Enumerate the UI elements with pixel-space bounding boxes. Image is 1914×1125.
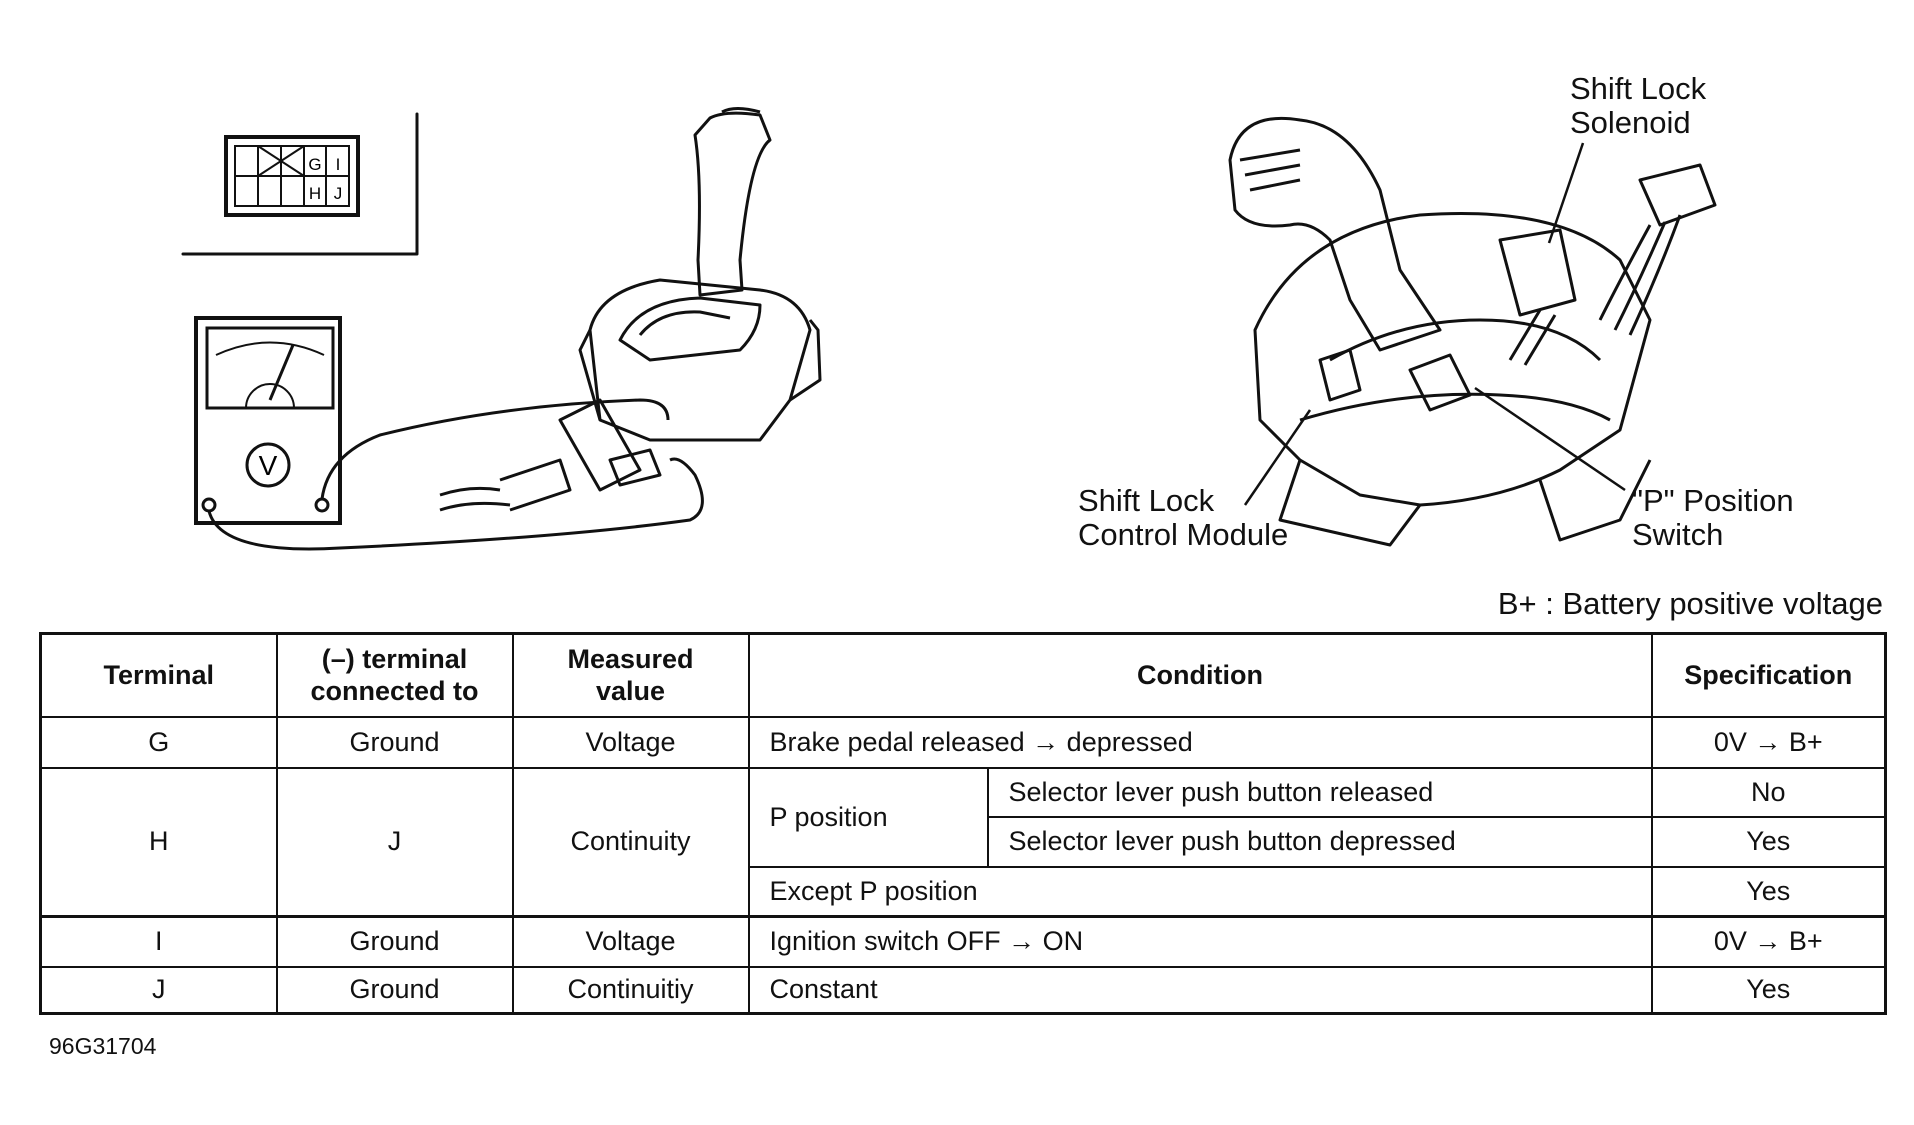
header-condition: Condition (747, 632, 1653, 718)
inspection-table: Terminal (–) terminal connected to Measu… (39, 632, 1887, 1015)
cell-neg: Ground (275, 715, 514, 769)
table-row: Selector lever push button depressed Yes (41, 815, 1887, 868)
connector-inset-frame (181, 112, 419, 256)
cell-condition: Selector lever push button released (986, 766, 1653, 818)
cell-p-position: P position (747, 766, 989, 868)
cell-measured: Voltage (511, 715, 750, 769)
cell-spec: No (1650, 766, 1887, 818)
cell-condition: Selector lever push button depressed (986, 815, 1653, 868)
cell-spec: 0V → B+ (1650, 715, 1887, 769)
table-row: Except P position Yes (41, 865, 1887, 918)
cell-spec: 0V → B+ (1650, 915, 1887, 968)
pin-h: H (309, 184, 321, 203)
cell-spec: Yes (1650, 865, 1887, 918)
right-shifter (1228, 116, 1717, 547)
cell-condition: Except P position (747, 865, 1653, 918)
table-row: J Ground Continuitiy Constant Yes (39, 965, 1887, 1015)
header-spec: Specification (1650, 632, 1887, 718)
table-row: I Ground Voltage Ignition switch OFF → O… (39, 915, 1887, 968)
battery-voltage-note: B+ : Battery positive voltage (1497, 586, 1883, 621)
callout-leaders (1243, 142, 1626, 506)
cell-condition: Brake pedal released → depressed (747, 715, 1653, 769)
cell-condition: Constant (747, 965, 1653, 1015)
p-position-switch-label: "P" Position Switch (1632, 483, 1794, 552)
table-row: H J Continuity P position Selector lever… (39, 766, 1887, 918)
cell-measured: Voltage (511, 915, 750, 968)
cell-neg: J (275, 766, 514, 918)
cell-condition: Ignition switch OFF → ON (747, 915, 1653, 968)
meter-leads (207, 398, 704, 551)
pin-j: J (334, 184, 343, 203)
cell-terminal: H (39, 766, 278, 918)
pin-g: G (308, 155, 321, 174)
cell-neg: Ground (275, 915, 514, 968)
cell-spec: Yes (1650, 965, 1887, 1015)
cell-neg: Ground (275, 965, 514, 1015)
header-measured: Measured value (511, 632, 750, 718)
voltmeter (194, 316, 342, 525)
header-terminal: Terminal (39, 632, 278, 718)
cell-terminal: I (39, 915, 278, 968)
cell-terminal: J (39, 965, 278, 1015)
connector-face (224, 135, 360, 217)
header-neg-terminal: (–) terminal connected to (275, 632, 514, 718)
cell-measured: Continuity (511, 766, 750, 918)
pin-i: I (336, 155, 341, 174)
cell-spec: Yes (1650, 815, 1887, 868)
left-shifter (439, 107, 822, 512)
cell-measured: Continuitiy (511, 965, 750, 1015)
shift-lock-control-module-label: Shift Lock Control Module (1078, 483, 1289, 552)
figure-code: 96G31704 (49, 1033, 157, 1059)
cell-terminal: G (39, 715, 278, 769)
table-header-row: Terminal (–) terminal connected to Measu… (39, 632, 1887, 718)
shift-lock-solenoid-label: Shift Lock Solenoid (1570, 71, 1707, 140)
meter-v-label: V (259, 450, 278, 481)
illustration: G I H J V (181, 107, 1717, 551)
table-row: G Ground Voltage Brake pedal released → … (39, 715, 1887, 769)
